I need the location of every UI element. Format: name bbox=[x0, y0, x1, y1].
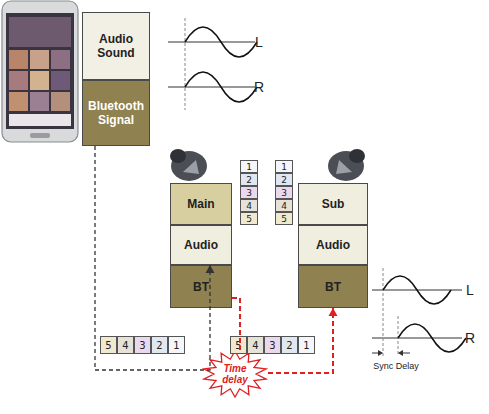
signal-name: R bbox=[252, 79, 266, 95]
signal-name: L bbox=[462, 282, 478, 298]
node-text: Sub bbox=[320, 197, 347, 211]
node-text: Time delay bbox=[218, 363, 252, 385]
main-box: Main bbox=[170, 183, 232, 225]
packet-number: 1 bbox=[275, 160, 293, 173]
audio-box: Audio bbox=[298, 225, 368, 265]
node-text: Audio bbox=[314, 238, 352, 252]
packet-number: 3 bbox=[275, 186, 293, 199]
packet-number: 1 bbox=[298, 336, 315, 354]
signal-name: R bbox=[462, 330, 478, 346]
sync-delay-label: Sync Delay bbox=[366, 359, 426, 373]
node-text: Audio Sound bbox=[83, 32, 149, 60]
packet-number: 5 bbox=[100, 336, 117, 354]
time-delay-burst: Time delay bbox=[202, 350, 268, 398]
earbud-main bbox=[170, 149, 207, 181]
packet-number: 3 bbox=[134, 336, 151, 354]
smartphone bbox=[2, 1, 78, 142]
packet-number: 5 bbox=[230, 336, 247, 354]
packet-number: 5 bbox=[240, 212, 258, 225]
packet-number: 4 bbox=[247, 336, 264, 354]
node-text: BT bbox=[323, 280, 343, 294]
packet-number: 3 bbox=[240, 186, 258, 199]
packet-number: 5 bbox=[275, 212, 293, 225]
packet-number: 4 bbox=[275, 199, 293, 212]
arrow-head bbox=[329, 308, 338, 316]
waveform-top bbox=[168, 18, 257, 110]
sub-box: Sub bbox=[298, 183, 368, 225]
signal-name: L bbox=[252, 34, 266, 50]
packet-number: 4 bbox=[117, 336, 134, 354]
node-text: Bluetooth Signal bbox=[83, 99, 149, 127]
bt-box: BT bbox=[298, 265, 368, 308]
packet-number: 1 bbox=[240, 160, 258, 173]
packet-number: 2 bbox=[240, 173, 258, 186]
starburst-shape bbox=[204, 351, 266, 397]
packet-number: 1 bbox=[168, 336, 185, 354]
packet-number: 2 bbox=[275, 173, 293, 186]
node-text: Main bbox=[185, 197, 216, 211]
packet-number: 2 bbox=[281, 336, 298, 354]
audio-box: Audio bbox=[170, 225, 232, 265]
bt-box: BT bbox=[170, 265, 232, 308]
node-text: BT bbox=[191, 280, 211, 294]
packet-number: 2 bbox=[151, 336, 168, 354]
audio-sound-box: Audio Sound bbox=[82, 12, 150, 80]
earbud-sub bbox=[328, 149, 365, 181]
waveform-bottom bbox=[372, 268, 466, 356]
bluetooth-signal-box: Bluetooth Signal bbox=[82, 80, 150, 146]
node-text: Audio bbox=[182, 238, 220, 252]
packet-number: 3 bbox=[264, 336, 281, 354]
packet-number: 4 bbox=[240, 199, 258, 212]
